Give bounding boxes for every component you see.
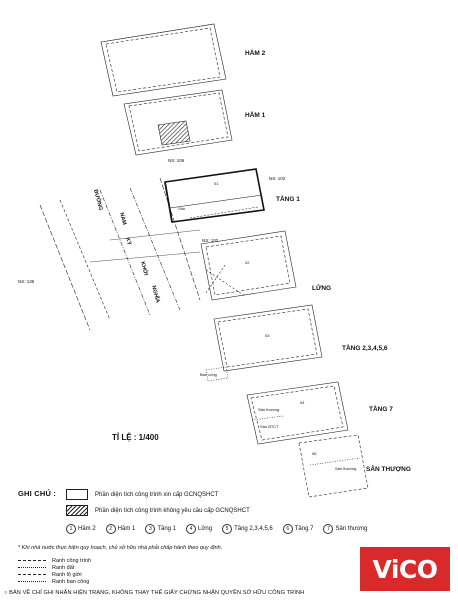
legend-item-2: Phần diện tích công trình không yêu cầu … — [66, 505, 250, 516]
room03-label: 03 — [265, 333, 270, 338]
line-legend-row: Ranh lộ giới — [18, 571, 91, 578]
tang7-label: TẦNG 7 — [369, 403, 393, 413]
legend-swatch-hatched — [66, 505, 88, 516]
sanbtct-label: Sân BTCT — [260, 424, 279, 429]
lung-label: LỬNG — [312, 283, 331, 292]
santhuong-plan — [298, 434, 369, 498]
line-legend: Ranh công trình Ranh đất Ranh lộ giới Ra… — [18, 557, 91, 585]
street-word-5: NGHĨA — [150, 285, 161, 304]
tang1-label: TẦNG 1 — [276, 193, 300, 203]
ns106-label: NS: 106 — [168, 158, 185, 163]
street-word-4: KHỞI — [139, 261, 150, 277]
tang1-plan — [164, 168, 265, 223]
legend-swatch-plain — [66, 489, 88, 500]
scale-label: TỈ LỆ : 1/400 — [112, 433, 159, 442]
street-word-3: KỲ — [124, 237, 133, 247]
ham1-plan — [123, 89, 233, 156]
bancong-label: Ban công — [200, 372, 217, 377]
lung-plan — [200, 230, 297, 301]
legend-title: GHI CHÚ : — [18, 489, 57, 498]
ns102-top-label: NS: 102 — [269, 176, 286, 181]
ns135-label: NS: 135 — [18, 279, 35, 284]
line-legend-row: Ranh công trình — [18, 557, 91, 564]
santhuong-label: SÂN THƯỢNG — [366, 464, 411, 473]
line-legend-row: Ranh ban công — [18, 578, 91, 585]
room05-label: Sân thượng — [258, 407, 279, 412]
room07-label: Sân thượng — [335, 466, 356, 471]
room02-label: 02 — [245, 260, 250, 265]
ham1-label: HẦM 1 — [245, 109, 266, 119]
planning-note: * Khi nhà nước thực hiện quy hoạch, chủ … — [18, 545, 223, 551]
ham2-label: HẦM 2 — [245, 47, 266, 57]
tang2-label: TẦNG 2,3,4,5,6 — [342, 342, 388, 352]
room06-label: 06 — [312, 451, 317, 456]
footer-disclaimer: ○ BẢN VẼ CHỈ GHI NHẬN HIỆN TRẠNG, KHÔNG … — [4, 590, 305, 596]
legend-item-1-text: Phần diện tích công trình xin cấp GCNQSH… — [95, 491, 219, 498]
room01-label: 01 — [214, 181, 219, 186]
san-label: Sân — [178, 206, 185, 211]
vico-logo: ViCO — [360, 547, 450, 591]
room04-label: 04 — [300, 400, 305, 405]
street-word-2: NAM — [118, 212, 127, 226]
ham2-plan — [100, 23, 227, 97]
tang7-plan — [246, 381, 349, 445]
legend-item-2-text: Phần diện tích công trình không yêu cầu … — [95, 507, 250, 514]
ns102-label: NS: 102 — [202, 238, 219, 243]
line-legend-row: Ranh đất — [18, 564, 91, 571]
street-lines — [39, 177, 201, 331]
street-word-1: ĐƯỜNG — [92, 188, 105, 211]
tang2-plan — [205, 304, 323, 382]
legend-item-1: Phần diện tích công trình xin cấp GCNQSH… — [66, 489, 218, 500]
